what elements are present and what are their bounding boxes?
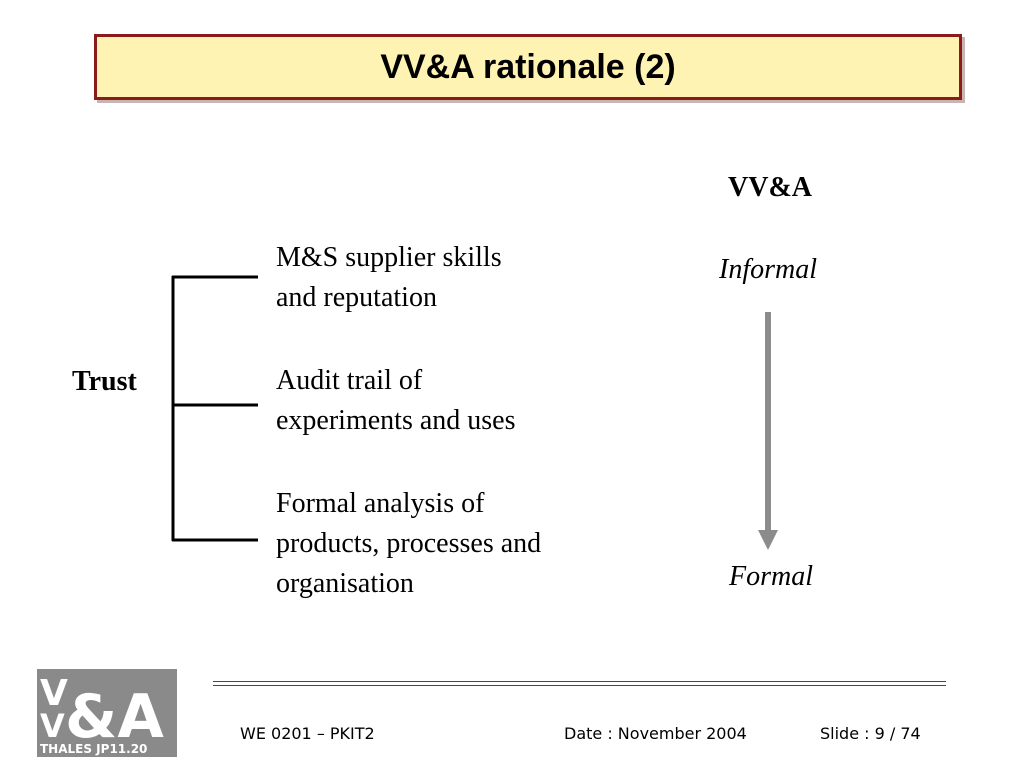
item-line: Formal analysis of (276, 488, 485, 519)
item-line: Audit trail of (276, 365, 423, 396)
footer-rule-bottom (213, 685, 946, 686)
footer-code: WE 0201 – PKIT2 (240, 724, 375, 743)
footer-date: Date : November 2004 (564, 724, 747, 743)
trust-item-formal-analysis: Formal analysis of products, processes a… (276, 484, 541, 604)
item-line: experiments and uses (276, 405, 516, 436)
scale-top-label: Informal (719, 254, 817, 285)
footer-rule-top (213, 681, 946, 682)
item-line: and reputation (276, 282, 437, 313)
svg-text:V: V (40, 673, 68, 714)
item-line: organisation (276, 568, 414, 599)
item-line: products, processes and (276, 528, 542, 559)
item-line: M&S supplier skills (276, 242, 502, 273)
trust-item-supplier: M&S supplier skills and reputation (276, 238, 502, 318)
footer-slide-number: Slide : 9 / 74 (820, 724, 921, 743)
scale-heading: VV&A (728, 172, 812, 203)
trust-label: Trust (72, 366, 137, 397)
svg-text:&A: &A (65, 682, 164, 752)
slide-title: VV&A rationale (2) (380, 47, 676, 86)
scale-bottom-label: Formal (729, 561, 813, 592)
svg-text:V: V (40, 707, 65, 745)
trust-item-audit: Audit trail of experiments and uses (276, 361, 516, 441)
arrow-head (758, 530, 778, 550)
vva-logo: V V &A THALES JP11.20 (37, 669, 177, 757)
title-box: VV&A rationale (2) (94, 34, 962, 100)
svg-text:THALES JP11.20: THALES JP11.20 (40, 742, 147, 756)
